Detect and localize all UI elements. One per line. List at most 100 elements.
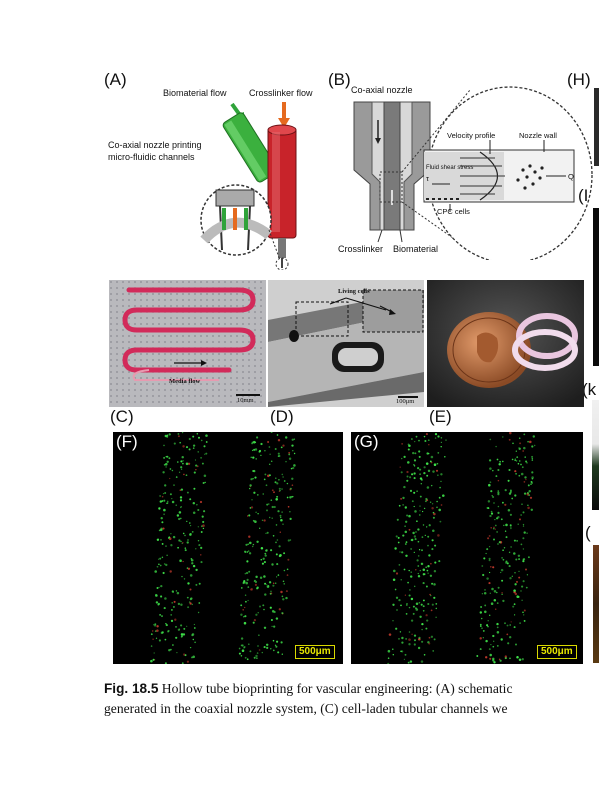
cell-dot [280, 641, 283, 644]
cell-dot [285, 460, 287, 463]
cell-dot [260, 454, 262, 457]
cell-dot [171, 590, 174, 593]
cell-dot [426, 619, 429, 622]
cell-dot [518, 558, 521, 561]
cell-dot [278, 608, 281, 611]
cell-dot [432, 470, 435, 473]
cell-dot [153, 624, 157, 627]
cell-dot [165, 466, 167, 468]
cell-dot [258, 649, 261, 651]
coaxial-nozzle-title: Co-axial nozzle [351, 85, 413, 95]
cell-dot [281, 488, 283, 490]
cell-dot [250, 478, 253, 481]
cell-dot [280, 518, 283, 522]
cell-dot [442, 494, 445, 497]
cell-dot [273, 491, 275, 494]
panel-b-label: (B) [328, 70, 351, 89]
cell-dot [269, 606, 272, 609]
cell-dot [423, 507, 426, 510]
cell-dot [503, 547, 506, 549]
cell-dot [282, 476, 284, 478]
cell-dot [524, 456, 526, 458]
cell-dot [517, 554, 521, 558]
cell-dot [410, 539, 413, 541]
cell-dot [500, 568, 504, 572]
cell-dot [177, 435, 180, 438]
cell-dot [265, 643, 269, 647]
cell-dot [515, 472, 518, 475]
cell-dot [250, 588, 253, 591]
cell-dot [248, 550, 250, 552]
cell-dot [514, 643, 518, 646]
cell-dot [479, 648, 482, 651]
panel-l-image [593, 545, 599, 663]
cell-dot [266, 531, 269, 534]
cell-dot [488, 557, 491, 560]
cell-dot [495, 445, 497, 448]
cell-dot [433, 512, 436, 516]
cell-dot [435, 616, 437, 619]
cell-dot [415, 569, 417, 571]
cell-dot [282, 444, 285, 447]
cell-dot [430, 594, 432, 597]
cell-dot [289, 488, 292, 491]
cell-dot [252, 543, 255, 546]
cell-dot [245, 600, 247, 603]
cell-dot [187, 582, 190, 585]
cell-dot [152, 638, 154, 641]
cell-dot [253, 448, 256, 451]
cell-dot [177, 602, 181, 606]
cell-dot [403, 455, 406, 459]
cell-dot [406, 603, 408, 605]
cell-dot [272, 584, 275, 587]
cell-dot [438, 560, 441, 563]
cell-dot [435, 469, 439, 472]
cell-dot [481, 627, 483, 630]
cell-dot [251, 441, 253, 443]
cell-dot [407, 461, 410, 464]
cell-dot [190, 558, 193, 560]
cell-dot [496, 531, 498, 533]
cell-dot [170, 608, 173, 611]
cell-dot [498, 463, 501, 466]
cell-dot [522, 523, 525, 526]
cell-dot [430, 609, 433, 612]
cell-dot [286, 574, 289, 576]
cell-dot [291, 438, 294, 441]
cell-dot [489, 565, 492, 568]
panel-l-label: ( [585, 523, 591, 542]
cell-dot [427, 602, 430, 606]
cell-dot [161, 495, 164, 498]
cell-dot [401, 636, 404, 640]
cell-dot [513, 539, 516, 542]
cell-dot [522, 511, 525, 514]
cell-dot [171, 469, 174, 472]
cell-dot [488, 582, 491, 585]
cell-dot [255, 458, 257, 460]
cell-dot [188, 448, 191, 451]
cell-dot [387, 662, 390, 664]
cell-dot [501, 593, 503, 596]
cell-dot [407, 448, 410, 451]
cell-dot [398, 564, 401, 566]
cell-dot [186, 567, 189, 569]
cell-dot [414, 510, 417, 513]
cell-dot [523, 614, 525, 616]
cell-dot [260, 558, 263, 561]
cell-dot [170, 648, 172, 651]
cell-dot [265, 532, 267, 535]
cell-dot [515, 580, 519, 583]
cell-dot [488, 534, 491, 537]
cell-dot [422, 599, 425, 602]
cell-dot [518, 437, 521, 439]
cell-dot [429, 460, 432, 463]
cell-dot [523, 492, 527, 495]
cell-dot [183, 578, 186, 580]
cell-dot [264, 552, 267, 555]
cell-dot [278, 454, 281, 458]
cell-dot [422, 582, 425, 585]
cell-dot [407, 581, 409, 584]
cell-dot [427, 544, 429, 547]
cell-dot [193, 487, 196, 490]
cell-dot [161, 500, 164, 502]
